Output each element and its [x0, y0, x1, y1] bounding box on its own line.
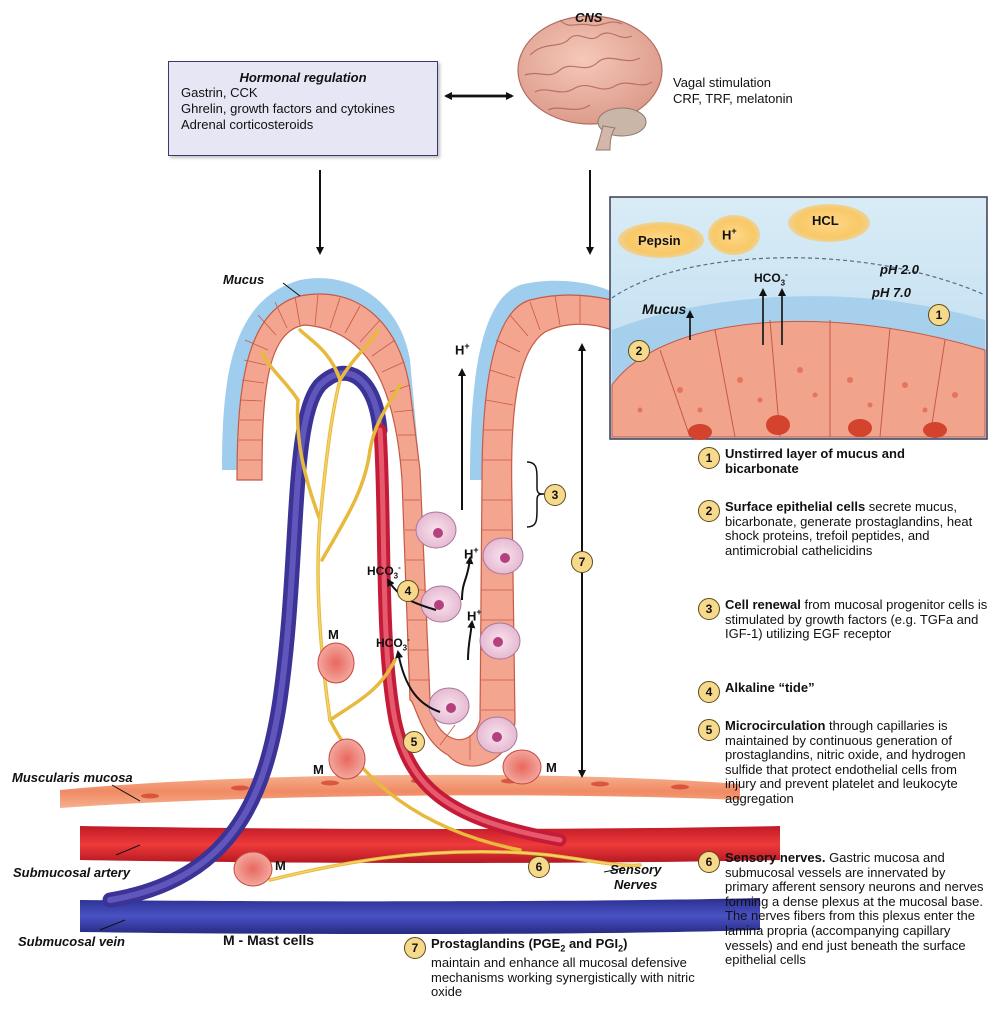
legend-item-4: 4 Alkaline “tide”: [698, 681, 988, 696]
hco3-sup: -: [407, 635, 410, 644]
inset-number-1: 1: [928, 304, 950, 326]
legend-number: 5: [698, 719, 720, 741]
h-ion-top-label: H+: [455, 339, 470, 357]
h-ion-sup: +: [464, 341, 469, 351]
vagal-line: CRF, TRF, melatonin: [673, 91, 793, 106]
sensory-line: Sensory: [610, 862, 661, 877]
h-ion-mid-label: H+: [464, 543, 479, 561]
pg-part: and PGI: [565, 936, 618, 951]
diagram-number-3: 3: [544, 484, 566, 506]
mast-cell-label: M: [328, 627, 339, 642]
inset-hco3-label: HCO3-: [754, 270, 788, 287]
cns-label: CNS: [575, 10, 602, 25]
hco3-base: HCO: [376, 636, 403, 650]
sensory-line: Nerves: [610, 877, 661, 892]
h-ion-label: H+: [722, 226, 737, 242]
mast-cell-label: M: [313, 762, 324, 777]
prostaglandins-rest: maintain and enhance all mucosal defensi…: [431, 955, 695, 999]
h-ion-base: H: [455, 342, 464, 357]
diagram-number-5: 5: [403, 731, 425, 753]
hco3-sup: -: [785, 270, 788, 279]
inset-number-2: 2: [628, 340, 650, 362]
hormonal-line: Ghrelin, growth factors and cytokines: [169, 101, 437, 117]
prostaglandins-text: Prostaglandins (PGE2 and PGI2) maintain …: [431, 937, 704, 1000]
mucus-label: Mucus: [223, 272, 264, 287]
mast-cell-label: M: [546, 760, 557, 775]
legend-item-5: 5 Microcirculation through capillaries i…: [698, 719, 988, 807]
sensory-nerves-label: Sensory Nerves: [610, 862, 661, 892]
submucosal-artery-vessel: [80, 826, 780, 863]
hco3-lower-label: HCO3-: [376, 632, 410, 655]
legend-text: Unstirred layer of mucus and bicarbonate: [725, 447, 915, 476]
prostaglandins-note: 7 Prostaglandins (PGE2 and PGI2) maintai…: [404, 937, 704, 1000]
legend-number: 1: [698, 447, 720, 469]
mast-cell-label: M: [275, 858, 286, 873]
pg-part: Prostaglandins (PGE: [431, 936, 560, 951]
vagal-line: Vagal stimulation: [673, 75, 771, 90]
diagram-number-6: 6: [528, 856, 550, 878]
submucosal-vein-label: Submucosal vein: [18, 934, 125, 949]
hormonal-regulation-box: Hormonal regulation Gastrin, CCK Ghrelin…: [168, 61, 438, 156]
legend-text: Surface epithelial cells secrete mucus, …: [725, 500, 988, 558]
pepsin-label: Pepsin: [638, 233, 681, 248]
hcl-label: HCL: [812, 213, 839, 228]
hco3-sub: 3: [403, 643, 407, 652]
legend-bold: Sensory nerves.: [725, 850, 825, 865]
h-ion-base: H: [722, 227, 731, 242]
hco3-sup: -: [398, 563, 401, 572]
legend-number: 7: [404, 937, 426, 959]
hormonal-title: Hormonal regulation: [169, 70, 437, 85]
hco3-sub: 3: [781, 278, 785, 287]
inset-mucus-label: Mucus: [642, 302, 686, 317]
hco3-sub: 3: [394, 571, 398, 580]
legend-text: Cell renewal from mucosal progenitor cel…: [725, 598, 988, 642]
h-ion-low-label: H+: [467, 605, 482, 623]
legend-item-3: 3 Cell renewal from mucosal progenitor c…: [698, 598, 988, 642]
diagram-number-4: 4: [397, 580, 419, 602]
pg-part: ): [623, 936, 627, 951]
h-ion-base: H: [464, 546, 473, 561]
h-ion-sup: +: [731, 226, 736, 236]
muscularis-mucosa-label: Muscularis mucosa: [12, 770, 133, 785]
hco3-upper-label: HCO3-: [367, 560, 401, 583]
h-ion-sup: +: [473, 545, 478, 555]
legend-rest: Gastric mucosa and submucosal vessels ar…: [725, 850, 983, 967]
legend-number: 2: [698, 500, 720, 522]
mast-cells-legend: M - Mast cells: [223, 933, 314, 948]
legend-text: Sensory nerves. Gastric mucosa and submu…: [725, 851, 988, 968]
h-ion-base: H: [467, 608, 476, 623]
legend-item-2: 2 Surface epithelial cells secrete mucus…: [698, 500, 988, 558]
legend-bold: Cell renewal: [725, 597, 801, 612]
hco3-base: HCO: [367, 564, 394, 578]
prostaglandins-title: Prostaglandins (PGE2 and PGI2): [431, 936, 627, 951]
submucosal-artery-label: Submucosal artery: [13, 865, 130, 880]
h-ion-sup: +: [476, 607, 481, 617]
legend-text: Microcirculation through capillaries is …: [725, 719, 988, 807]
ph-low-label: pH 2.0: [880, 262, 919, 277]
brain-illustration: [518, 16, 662, 150]
legend-item-6: 6 Sensory nerves. Gastric mucosa and sub…: [698, 851, 988, 968]
legend-number: 6: [698, 851, 720, 873]
legend-text: Alkaline “tide”: [725, 681, 988, 696]
submucosal-vein-vessel: [80, 898, 760, 934]
ph-high-label: pH 7.0: [872, 285, 911, 300]
hormonal-line: Adrenal corticosteroids: [169, 117, 437, 133]
legend-item-1: 1 Unstirred layer of mucus and bicarbona…: [698, 447, 988, 476]
legend-bold: Surface epithelial cells: [725, 499, 865, 514]
legend-number: 4: [698, 681, 720, 703]
diagram-number-7: 7: [571, 551, 593, 573]
legend-number: 3: [698, 598, 720, 620]
hco3-base: HCO: [754, 271, 781, 285]
hormonal-line: Gastrin, CCK: [169, 85, 437, 101]
legend-bold: Microcirculation: [725, 718, 825, 733]
